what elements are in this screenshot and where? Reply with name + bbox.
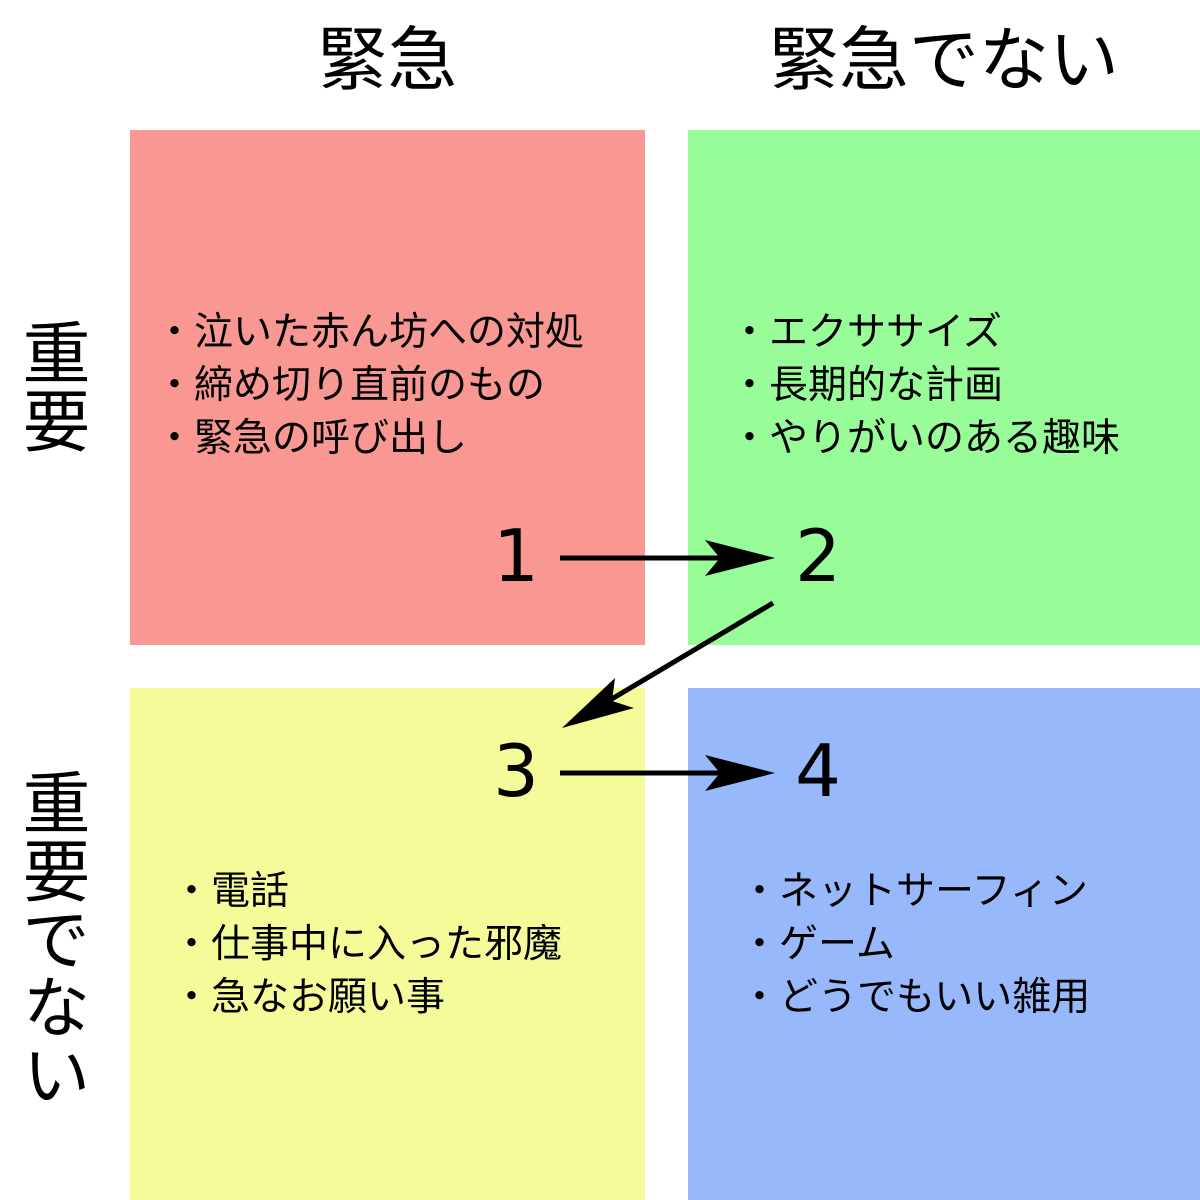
list-item: ネットサーフィン [740, 865, 1090, 918]
quadrant-1-number: 1 [493, 514, 539, 598]
arrow-1-to-2-icon [560, 540, 775, 576]
quadrant-2-number: 2 [795, 514, 841, 598]
list-item: 緊急の呼び出し [155, 412, 584, 465]
quadrant-1-list: 泣いた赤ん坊への対処 締め切り直前のもの 緊急の呼び出し [155, 306, 584, 465]
quadrant-3-number: 3 [493, 729, 539, 813]
list-item: 急なお願い事 [172, 971, 562, 1024]
quadrant-4-number: 4 [795, 729, 841, 813]
list-item: ゲーム [740, 918, 1090, 971]
quadrant-4-list: ネットサーフィン ゲーム どうでもいい雑用 [740, 865, 1090, 1024]
list-item: どうでもいい雑用 [740, 971, 1090, 1024]
list-item: 電話 [172, 865, 562, 918]
list-item: 締め切り直前のもの [155, 359, 584, 412]
column-header-not-urgent: 緊急でない [769, 19, 1119, 101]
arrow-3-to-4-icon [560, 755, 775, 791]
list-item: 泣いた赤ん坊への対処 [155, 306, 584, 359]
row-header-important: 重要 [10, 318, 89, 454]
list-item: 仕事中に入った邪魔 [172, 918, 562, 971]
column-header-urgent: 緊急 [317, 19, 458, 101]
list-item: 長期的な計画 [730, 359, 1120, 412]
list-item: エクササイズ [730, 306, 1120, 359]
quadrant-3-list: 電話 仕事中に入った邪魔 急なお願い事 [172, 865, 562, 1024]
row-header-not-important: 重要でない [10, 768, 89, 1108]
quadrant-2-list: エクササイズ 長期的な計画 やりがいのある趣味 [730, 306, 1120, 465]
list-item: やりがいのある趣味 [730, 412, 1120, 465]
arrow-2-to-3-icon [562, 600, 775, 728]
